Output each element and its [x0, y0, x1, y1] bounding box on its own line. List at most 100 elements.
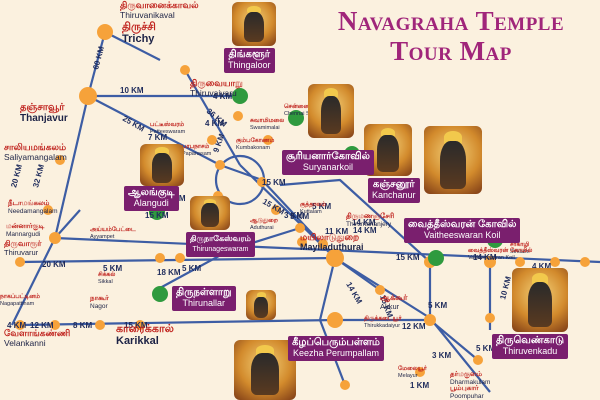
place-melayur-english: Melayur	[398, 373, 418, 379]
place-thiruvanaikoil-english: Thiruvanikaval	[120, 10, 175, 20]
temple-label-thiruvenkadu: திருவெண்காடுThiruvenkadu	[492, 334, 569, 359]
place-mannargudi-english: Mannargudi	[6, 231, 40, 238]
place-karaikal-english: Karikkal	[116, 335, 159, 347]
distance-label-8: 15 KM	[262, 178, 286, 187]
distance-label-32: 8 KM	[73, 321, 92, 330]
place-mayiladuthurai-english: Mayiladuthurai	[300, 242, 364, 252]
place-kumbakonam-tamil: கும்பகோணம்	[236, 137, 274, 145]
map-title-line1: Navagraha Temple	[337, 6, 565, 36]
distance-label-30: 5 KM	[428, 301, 447, 310]
road-segment-17	[54, 209, 81, 239]
junction-node-14	[326, 249, 344, 267]
junction-node-21	[15, 257, 25, 267]
place-ayyampet-english: Ayyampet	[90, 234, 115, 240]
place-chennai_salai-tamil: சென்னை சாலை	[284, 103, 328, 110]
road-segment-7	[54, 236, 600, 264]
junction-node-13	[318, 239, 328, 249]
temple-marker-thirunallar	[152, 286, 168, 302]
thirunallar-shrine-image	[246, 290, 276, 320]
place-nagore-english: Nagor	[90, 303, 109, 310]
place-kumbakonam-english: Kumbakonam	[236, 145, 270, 151]
junction-node-26	[155, 253, 165, 263]
distance-label-22: 18 KM	[157, 268, 181, 277]
distance-label-14: 5 KM	[290, 212, 309, 221]
junction-node-6	[263, 135, 273, 145]
junction-node-2	[180, 65, 190, 75]
junction-node-31	[415, 367, 425, 377]
temple-marker-vaitheeswaran	[428, 250, 444, 266]
distance-label-19: 11 KM	[325, 227, 348, 236]
temple-marker-thingaloor	[232, 88, 248, 104]
temple-label-alangudi: ஆலங்குடிAlangudi	[124, 186, 179, 211]
junction-node-36	[43, 205, 53, 215]
distance-label-4: 25 KM	[121, 114, 146, 134]
alangudi-shrine-image	[140, 144, 184, 186]
place-melayur-tamil: மேலையூர்	[398, 365, 428, 372]
distance-label-21: 5 KM	[103, 264, 122, 273]
place-aduthurai-english: Aduthurai	[250, 225, 274, 231]
distance-label-25: 14 KM	[473, 253, 497, 262]
temple-label-vaitheeswaran: வைத்தீஸ்வரன் கோவில்Vaitheeswaran Koil	[404, 218, 521, 243]
place-thiruvaiyaru-tamil: திருவையாறு	[190, 78, 243, 89]
place-dharmakulam-tamil: தர்மகுளம்	[450, 371, 482, 380]
distance-label-28: 14 KM	[344, 281, 364, 306]
junction-node-25	[135, 320, 145, 330]
distance-label-1: 10 KM	[120, 86, 144, 95]
thirunageswaram-shrine-image	[190, 196, 230, 230]
place-pattees-english: Patteeswaram	[150, 129, 186, 135]
place-trichy-tamil: திருச்சி	[122, 21, 156, 34]
distance-label-36: 5 KM	[476, 344, 495, 353]
map-title: Navagraha Temple Tour Map	[316, 6, 586, 66]
thiruvenkadu-shrine-image	[512, 268, 568, 332]
place-thirukkadaiyur-english: Thirukkadaiyur	[364, 323, 400, 329]
temple-label-thirunallar: திருநள்ளாறுThirunallar	[172, 286, 236, 311]
place-mannargudi-tamil: மன்னார்குடி	[6, 223, 45, 232]
junction-node-7	[215, 160, 225, 170]
distance-label-38: 10 KM	[498, 275, 513, 300]
junction-node-4	[233, 111, 243, 121]
distance-label-15: 3 KM	[284, 211, 303, 220]
distance-label-24: 15 KM	[396, 253, 420, 262]
place-chennai_salai-english: Chennai Salai	[284, 111, 318, 117]
junction-node-12	[297, 237, 307, 247]
temple-marker-suryanarkoil	[288, 110, 304, 126]
distance-label-35: 12 KM	[30, 321, 54, 330]
distance-label-11: 15 KM	[145, 211, 169, 220]
place-akkur-english: Akkur	[380, 302, 400, 311]
place-thiruvarur-english: Thiruvarur	[4, 248, 39, 257]
road-segment-3	[184, 69, 241, 166]
distance-label-23: 5 KM	[182, 264, 201, 273]
distance-label-31: 12 KM	[402, 322, 426, 331]
junction-node-29	[424, 314, 436, 326]
temple-label-thingaloor: திங்களூர்Thingaloor	[224, 48, 275, 73]
place-sirkazhi-english: Sirkazhi	[510, 249, 530, 255]
place-swamimalai-tamil: சுவாமிமலை	[250, 117, 284, 124]
place-dharmakulam-english: Dharmakulam	[450, 379, 490, 386]
distance-label-20: 20 KM	[42, 260, 66, 269]
place-thanjavur-english: Thanjavur	[20, 113, 68, 124]
place-needamangalam-tamil: நீடாமங்கலம்	[7, 198, 50, 208]
place-thiruvaiyaru-english: Thiruvaiyaru	[190, 88, 237, 98]
distance-label-16: 5 KM	[312, 202, 331, 211]
place-papanasam-tamil: பாபநாசம்	[182, 144, 209, 150]
distance-label-39: 3 KM	[432, 351, 451, 360]
road-segment-15	[429, 319, 479, 361]
place-vaitheeswaran_town-tamil: வைத்தீஸ்வரன் கோயில்	[468, 247, 532, 254]
place-thirumananjeri-tamil: திருமணஞ்சேரி	[346, 212, 394, 221]
junction-node-30	[485, 313, 495, 323]
place-thirumananjeri-english: Thirumananjery	[346, 221, 392, 228]
distance-label-10: 32 KM	[31, 163, 46, 188]
temple-label-thirunageswaram: திருநாகேஸ்வரம்Thirunageswaram	[186, 232, 255, 257]
place-trichy-english: Trichy	[122, 33, 155, 45]
place-velankanni-tamil: வேளாங்கண்ணி	[4, 328, 70, 338]
junction-node-28	[327, 312, 343, 328]
distance-label-26: 4 KM	[532, 262, 551, 271]
place-papanasam-english: Papanasam	[182, 151, 212, 157]
road-segment-18	[334, 257, 381, 291]
temple-label-suryanarkoil: சூரியனார்கோவில்Suryanarkoil	[282, 150, 374, 175]
distance-label-2: 4 KM	[213, 92, 232, 101]
place-names: திருவானைக்காவல்Thiruvanikavalதிருச்சிTri…	[0, 0, 532, 400]
place-thiruvanaikoil-tamil: திருவானைக்காவல்	[120, 0, 199, 11]
